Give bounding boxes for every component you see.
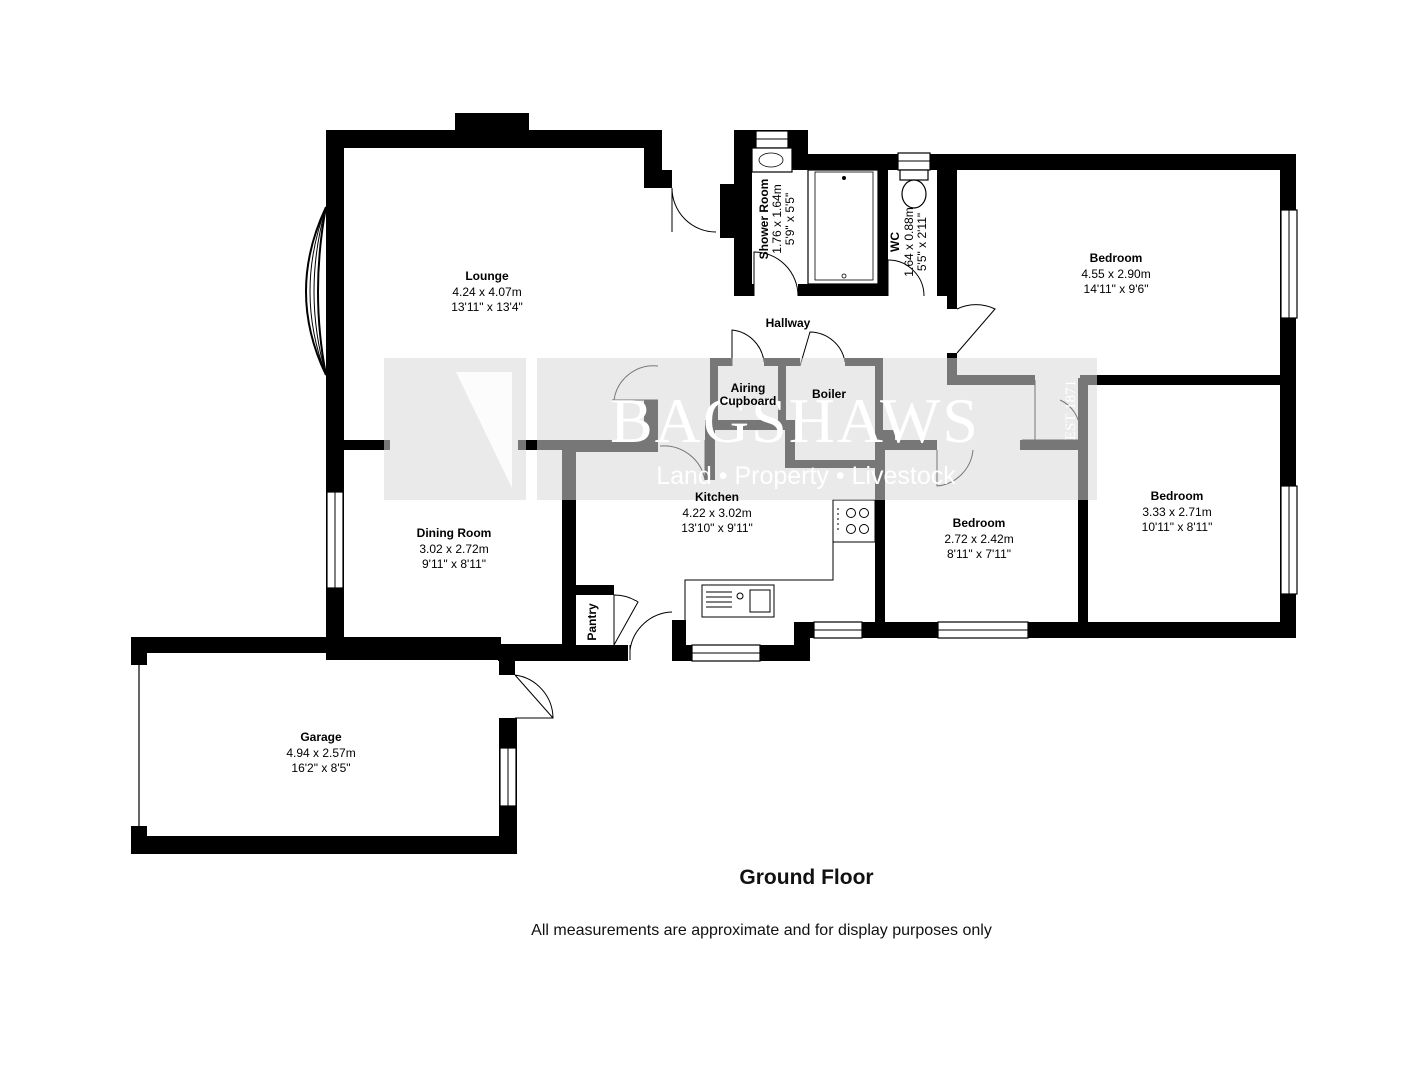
room-boiler: Boiler [812, 387, 846, 401]
room-labels: Lounge 4.24 x 4.07m 13'11" x 13'4" Dinin… [286, 179, 1212, 775]
wall-garage-bottom [131, 836, 517, 854]
room-metric: 4.24 x 4.07m [452, 285, 521, 299]
wall-pantry-top [574, 585, 614, 595]
room-name-line2: Cupboard [720, 394, 777, 408]
room-lounge: Lounge 4.24 x 4.07m 13'11" x 13'4" [451, 269, 523, 314]
room-imperial: 5'9" x 5'5" [783, 193, 797, 245]
wall-bed-divider [1078, 378, 1088, 638]
room-kitchen: Kitchen 4.22 x 3.02m 13'10" x 9'11" [681, 490, 753, 535]
room-name: Bedroom [953, 516, 1006, 530]
room-metric: 4.55 x 2.90m [1081, 267, 1150, 281]
wall-lounge-top [326, 130, 662, 148]
room-metric: 3.02 x 2.72m [419, 542, 488, 556]
room-airing-cupboard: Airing Cupboard [720, 381, 777, 408]
watermark-logo-icon [456, 372, 512, 488]
wall-shower-top2 [790, 154, 1296, 170]
door-kitchen-back [629, 611, 673, 660]
room-name: Shower Room [757, 179, 771, 260]
room-shower: Shower Room 1.76 x 1.64m 5'9" x 5'5" [757, 179, 797, 260]
wall-pantry-bottom [576, 645, 628, 661]
windows [305, 130, 1298, 807]
room-bedroom-3: Bedroom 2.72 x 2.42m 8'11" x 7'11" [944, 516, 1013, 561]
room-metric: 1.76 x 1.64m [770, 184, 784, 253]
room-metric: 3.33 x 2.71m [1142, 505, 1211, 519]
window-lounge-bay [305, 206, 327, 376]
room-bedroom-2: Bedroom 3.33 x 2.71m 10'11" x 8'11" [1142, 489, 1213, 534]
wall-bed1-bottom-right [1080, 375, 1296, 385]
room-wc-dims: 1.64 x 0.88m 5'5" x 2'11" [902, 207, 929, 276]
room-imperial: 8'11" x 7'11" [947, 547, 1011, 561]
room-dining: Dining Room 3.02 x 2.72m 9'11" x 8'11" [417, 526, 492, 571]
wall-wc-right [937, 154, 947, 296]
kitchen-hob [832, 499, 876, 543]
door-lounge-hall [671, 187, 717, 233]
wall-bed3-left [875, 440, 885, 638]
watermark-brand: BAGSHAWS [610, 385, 980, 456]
wall-shower-bottom [742, 284, 754, 296]
watermark: BAGSHAWS Land • Property • Livestock EST… [384, 358, 1097, 500]
wall-shower-left [734, 130, 752, 296]
room-metric: 4.22 x 3.02m [682, 506, 751, 520]
door-garage [514, 674, 554, 719]
wall-kitchen-left-lower [672, 620, 686, 660]
wall-shower-left-notch [720, 184, 736, 238]
wall-garage-bottom-left [131, 826, 147, 854]
room-name: Kitchen [695, 490, 739, 504]
fixtures [138, 147, 929, 826]
room-imperial: 10'11" x 8'11" [1142, 520, 1213, 534]
room-name: Garage [300, 730, 342, 744]
wall-wc-bottom [937, 288, 955, 296]
wall-lounge-left [326, 130, 344, 375]
room-garage: Garage 4.94 x 2.57m 16'2" x 8'5" [286, 730, 355, 775]
watermark-tagline: Land • Property • Livestock [656, 462, 956, 490]
room-name: WC [888, 232, 902, 252]
kitchen-worktop [684, 500, 834, 645]
room-imperial: 13'11" x 13'4" [451, 300, 523, 314]
shower-tray [807, 169, 879, 285]
wall-garage-top [131, 637, 501, 653]
room-metric: 2.72 x 2.42m [944, 532, 1013, 546]
wall-garage-right-upper [499, 645, 515, 675]
door-airing [731, 329, 765, 366]
wall-bedrooms-bottom [862, 622, 1296, 638]
room-hallway: Hallway [766, 316, 811, 330]
room-wc: WC [888, 232, 902, 252]
watermark-text-box [537, 358, 1097, 500]
room-name: Bedroom [1151, 489, 1204, 503]
door-bedroom1 [956, 304, 996, 354]
door-wc [887, 259, 925, 297]
shower-basin [751, 147, 793, 173]
room-name: Lounge [465, 269, 509, 283]
door-shower [753, 251, 799, 297]
room-name: Bedroom [1090, 251, 1143, 265]
disclaimer: All measurements are approximate and for… [531, 922, 992, 939]
door-boiler [799, 331, 846, 367]
room-imperial: 13'10" x 9'11" [681, 521, 753, 535]
floor-title: Ground Floor [739, 866, 874, 889]
wall-shower-right-top [790, 130, 808, 160]
room-imperial: 14'11" x 9'6" [1084, 282, 1149, 296]
room-pantry: Pantry [585, 603, 599, 641]
wall-chimney [455, 113, 529, 131]
wc-bowl [901, 179, 927, 209]
wall-shower-bottom-mid [798, 284, 888, 296]
room-metric: 4.94 x 2.57m [286, 746, 355, 760]
wc-cistern [899, 169, 929, 181]
room-imperial: 5'5" x 2'11" [915, 213, 929, 271]
room-name-line1: Airing [731, 381, 766, 395]
watermark-established: EST 1871 [1063, 380, 1079, 440]
wall-bed1-left [947, 154, 957, 309]
wall-lounge-dining-left [344, 440, 390, 450]
door-pantry [613, 594, 639, 646]
room-imperial: 9'11" x 8'11" [422, 557, 486, 571]
room-imperial: 16'2" x 8'5" [291, 761, 350, 775]
wall-shower-wc [878, 154, 888, 296]
room-bedroom-1: Bedroom 4.55 x 2.90m 14'11" x 9'6" [1081, 251, 1150, 296]
wall-lounge-notch [644, 170, 672, 188]
wall-kitchen-bay-top [794, 622, 814, 638]
room-metric: 1.64 x 0.88m [902, 207, 916, 276]
room-name: Dining Room [417, 526, 492, 540]
